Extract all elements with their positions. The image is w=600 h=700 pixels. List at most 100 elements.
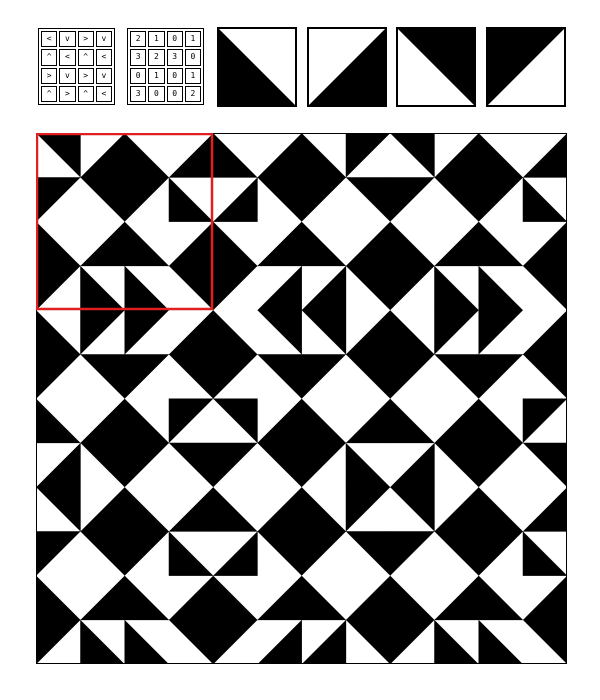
pattern-triangle bbox=[213, 619, 258, 664]
pattern-triangle bbox=[80, 398, 125, 444]
number-key-cell: 0 bbox=[184, 49, 201, 66]
pattern-triangle bbox=[345, 487, 391, 532]
pattern-triangle bbox=[36, 398, 81, 444]
number-key-cell: 1 bbox=[148, 31, 165, 48]
pattern-triangle bbox=[478, 221, 524, 267]
tile-pattern bbox=[36, 133, 567, 664]
number-key-cell: 0 bbox=[166, 67, 183, 84]
pattern-triangle bbox=[434, 265, 479, 311]
pattern-triangle bbox=[257, 310, 302, 355]
pattern-triangle bbox=[36, 221, 81, 267]
pattern-triangle bbox=[213, 398, 258, 444]
pattern-triangle bbox=[522, 487, 567, 532]
tile-legend-svg bbox=[486, 27, 566, 107]
pattern-triangle bbox=[478, 531, 524, 576]
pattern-triangle bbox=[168, 442, 214, 488]
pattern-triangle bbox=[124, 487, 170, 532]
pattern-triangle bbox=[80, 619, 125, 664]
pattern-triangle bbox=[345, 265, 391, 311]
pattern-triangle bbox=[213, 442, 258, 488]
number-key-cell: 2 bbox=[130, 31, 147, 48]
arrow-key-cell: > bbox=[59, 85, 76, 102]
pattern-triangle bbox=[301, 442, 347, 488]
pattern-border bbox=[36, 133, 567, 664]
pattern-triangle bbox=[522, 531, 567, 576]
pattern-triangle bbox=[257, 177, 302, 222]
number-key-cell: 3 bbox=[166, 49, 183, 66]
pattern-triangle bbox=[478, 619, 523, 664]
highlight-block bbox=[36, 133, 214, 311]
tile-legend-triangle bbox=[487, 28, 565, 106]
tile-legend-triangle bbox=[308, 28, 386, 106]
pattern-triangle bbox=[36, 531, 81, 576]
pattern-triangle bbox=[301, 354, 347, 399]
tile-3-legend bbox=[486, 27, 566, 107]
number-key-cell: 1 bbox=[184, 31, 201, 48]
pattern-triangle bbox=[390, 442, 435, 488]
pattern-triangle bbox=[213, 487, 258, 532]
pattern-triangle bbox=[390, 619, 435, 664]
pattern-triangle bbox=[124, 442, 170, 488]
pattern-triangle bbox=[345, 354, 391, 399]
pattern-triangle bbox=[390, 487, 435, 532]
pattern-triangle bbox=[257, 221, 302, 267]
pattern-triangle bbox=[257, 442, 302, 488]
arrow-key-cell: > bbox=[77, 31, 94, 48]
pattern-triangle bbox=[80, 221, 125, 267]
pattern-triangle bbox=[36, 487, 81, 532]
pattern-triangle bbox=[301, 619, 347, 664]
pattern-triangle bbox=[345, 398, 391, 444]
pattern-triangle bbox=[168, 221, 214, 267]
arrow-key-cell: v bbox=[59, 31, 76, 48]
pattern-triangle bbox=[390, 531, 435, 576]
number-key-cell: 0 bbox=[148, 85, 165, 102]
pattern-triangle bbox=[345, 310, 391, 355]
tile-legend-svg bbox=[396, 27, 476, 107]
pattern-triangle bbox=[434, 398, 479, 444]
pattern-triangle bbox=[301, 487, 347, 532]
pattern-triangle bbox=[478, 310, 524, 355]
pattern-triangle bbox=[124, 265, 170, 311]
pattern-triangle bbox=[80, 265, 125, 311]
pattern-triangle bbox=[390, 221, 435, 267]
pattern-triangle bbox=[36, 619, 81, 664]
pattern-triangle bbox=[257, 531, 302, 576]
pattern-triangle bbox=[257, 354, 302, 399]
arrow-key-cell: ^ bbox=[41, 49, 58, 66]
pattern-triangle bbox=[434, 531, 479, 576]
pattern-triangle bbox=[345, 133, 391, 178]
pattern-triangle bbox=[434, 442, 479, 488]
pattern-triangle bbox=[80, 133, 125, 178]
pattern-triangle bbox=[80, 354, 125, 399]
pattern-triangle bbox=[390, 177, 435, 222]
pattern-triangle bbox=[80, 531, 125, 576]
pattern-triangle bbox=[301, 265, 347, 311]
pattern-triangle bbox=[434, 177, 479, 222]
tile-legend-svg bbox=[217, 27, 297, 107]
arrow-key-cell: < bbox=[95, 49, 112, 66]
tile-legend-triangle bbox=[397, 28, 475, 106]
arrow-key-cell: < bbox=[59, 49, 76, 66]
number-key-cell: 2 bbox=[148, 49, 165, 66]
pattern-triangle bbox=[124, 221, 170, 267]
arrow-key-cell: > bbox=[77, 67, 94, 84]
number-key-cell: 2 bbox=[184, 85, 201, 102]
pattern-triangle bbox=[478, 133, 524, 178]
arrow-key-cell: v bbox=[95, 67, 112, 84]
number-key-cell: 0 bbox=[166, 85, 183, 102]
pattern-triangle bbox=[345, 442, 391, 488]
pattern-triangle bbox=[345, 619, 391, 664]
pattern-triangle bbox=[345, 221, 391, 267]
arrow-key-cell: v bbox=[95, 31, 112, 48]
pattern-triangle bbox=[301, 398, 347, 444]
pattern-triangle bbox=[434, 310, 479, 355]
tile-0-legend bbox=[217, 27, 297, 107]
pattern-triangle bbox=[390, 265, 435, 311]
number-key-cell: 3 bbox=[130, 49, 147, 66]
pattern-triangle bbox=[434, 487, 479, 532]
pattern-triangle bbox=[124, 398, 170, 444]
number-key-cell: 1 bbox=[184, 67, 201, 84]
pattern-triangle bbox=[168, 398, 214, 444]
pattern-triangle bbox=[522, 619, 567, 664]
pattern-triangle bbox=[478, 487, 524, 532]
